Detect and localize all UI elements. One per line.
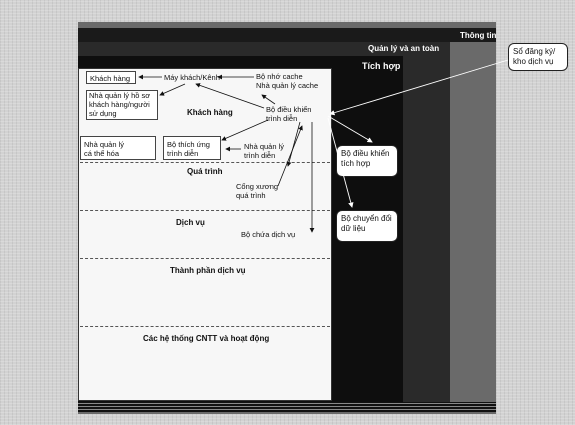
arrow-controller-to-integration-callout [327,115,373,143]
personalization-manager-box [80,136,156,160]
content-panel [78,68,332,401]
process-gateway-line2: quá trình [236,191,266,200]
process-section-title: Quá trình [187,167,223,176]
profile-manager-box [86,90,158,120]
cache-manager-label: Nhà quản lý cache [256,81,319,90]
arrow-controller-to-cache [261,94,276,105]
arrow-registry-to-controller [329,59,509,116]
service-components-title: Thành phần dịch vụ [170,266,246,275]
integration-controller-line1: Bộ điều khiển [341,149,390,158]
cache-label: Bộ nhớ cache [256,72,303,81]
data-transformer-callout: Bộ chuyển đổi dữ liệu [336,210,398,242]
presentation-adapter-line1: Bộ thích ứng [167,140,210,149]
arrow-client-to-profile [159,83,186,96]
arrow-controller-to-transformer-callout [327,117,354,208]
presentation-adapter-line2: trình diễn [167,149,199,158]
personalization-manager-line1: Nhà quản lý [84,140,125,149]
presentation-controller-line1: Bộ điều khiển [266,105,312,114]
presentation-manager-line1: Nhà quản lý [244,142,285,151]
info-layer-header-bar [78,28,496,42]
data-transformer-line2: dữ liệu [341,224,366,233]
arrow-controller-to-process [286,121,301,167]
info-layer-title: Thông tin [460,31,497,40]
service-registry-line2: kho dịch vụ [513,57,554,66]
arrow-gateway-to-controller [277,125,303,187]
integration-title: Tích hợp [362,61,401,71]
customer-section-title: Khách hàng [187,108,233,117]
profile-manager-line1: Nhà quản lý hồ sơ [89,91,151,100]
presentation-controller-line2: trình diễn [266,114,298,123]
process-section-divider [80,210,330,211]
integration-controller-callout: Bộ điều khiển tích hợp [336,145,398,177]
data-transformer-line1: Bộ chuyển đổi [341,214,392,223]
profile-manager-line2: khách hàng/người [89,100,150,109]
client-channel-label: Máy khách/Kênh [164,73,220,82]
process-gateway-line1: Cổng xương [236,182,279,191]
service-registry-callout: Sổ đăng ký/ kho dịch vụ [508,43,568,71]
service-section-divider [80,258,330,259]
personalization-manager-line2: cá thể hóa [84,149,120,158]
arrow-controller-to-client [195,83,265,109]
arrow-controller-to-adapter [221,119,269,141]
bottom-stripes [78,402,496,412]
service-components-divider [80,326,330,327]
service-section-title: Dịch vụ [176,218,205,227]
profile-manager-line3: sử dụng [89,109,117,118]
management-security-title: Quản lý và an toàn [368,44,440,53]
service-registry-line1: Sổ đăng ký/ [513,47,556,56]
presentation-adapter-box [163,136,221,160]
service-container-label: Bộ chứa dịch vụ [241,230,296,239]
integration-controller-line2: tích hợp [341,159,371,168]
it-systems-title: Các hệ thống CNTT và hoạt động [143,334,270,343]
presentation-manager-line2: trình diễn [244,151,276,160]
customer-box: Khách hàng [86,71,136,84]
customer-section-divider [80,162,330,163]
